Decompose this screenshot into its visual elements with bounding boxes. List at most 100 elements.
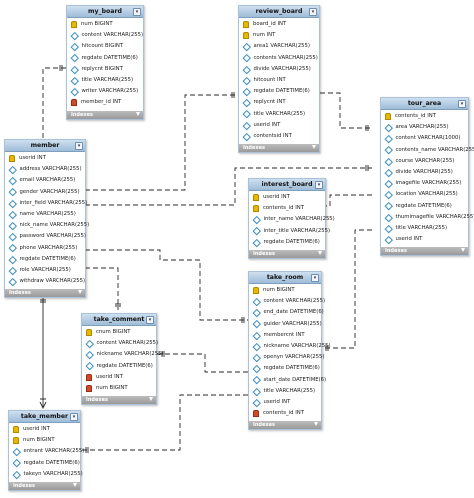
- column-row[interactable]: nickname VARCHAR(255): [82, 349, 164, 360]
- column-row[interactable]: inter_name VARCHAR(255): [249, 214, 335, 225]
- column-row[interactable]: contents_name VARCHAR(255): [381, 145, 474, 156]
- column-row[interactable]: regdate DATETIME(6): [249, 237, 325, 248]
- interest-board-table[interactable]: interest_board▾ userid INT contents_id I…: [248, 178, 335, 259]
- column-row[interactable]: member_id INT: [67, 97, 143, 108]
- column-row[interactable]: password VARCHAR(255): [5, 231, 86, 242]
- tour-area-table[interactable]: tour_area▾ contents_id INT area VARCHAR(…: [380, 97, 474, 257]
- table-title-bar[interactable]: take_member▾: [9, 411, 80, 423]
- indexes-bar[interactable]: Indexes: [249, 421, 321, 430]
- column-row[interactable]: role VARCHAR(255): [5, 265, 85, 276]
- column-row[interactable]: regdate DATETIME(6): [239, 86, 319, 97]
- my-board-table[interactable]: my_board▾ num BIGINT content VARCHAR(255…: [66, 5, 144, 120]
- indexes-bar[interactable]: Indexes: [239, 144, 319, 153]
- expand-icon[interactable]: [461, 248, 465, 253]
- indexes-bar[interactable]: Indexes: [67, 110, 143, 119]
- expand-icon[interactable]: [149, 397, 153, 402]
- column-row[interactable]: start_date DATETIME(6): [249, 375, 326, 386]
- column-row[interactable]: userid INT: [249, 397, 321, 408]
- column-row[interactable]: contents VARCHAR(255): [239, 53, 319, 64]
- column-row[interactable]: writer VARCHAR(255): [67, 86, 143, 97]
- collapse-icon[interactable]: ▾: [309, 8, 317, 16]
- column-row[interactable]: content VARCHAR(255): [249, 296, 325, 307]
- column-row[interactable]: userid INT: [82, 372, 156, 383]
- column-row[interactable]: hitcount INT: [239, 75, 319, 86]
- column-row[interactable]: imagefile VARCHAR(255): [381, 178, 468, 189]
- column-row[interactable]: area VARCHAR(255): [381, 122, 468, 133]
- column-row[interactable]: userid INT: [5, 153, 85, 164]
- column-row[interactable]: content VARCHAR(1000): [381, 133, 468, 144]
- column-row[interactable]: openyn VARCHAR(255): [249, 352, 324, 363]
- table-title-bar[interactable]: my_board▾: [67, 6, 143, 18]
- column-row[interactable]: userid INT: [249, 192, 325, 203]
- take-room-table[interactable]: take_room▾ num BIGINT content VARCHAR(25…: [248, 271, 331, 431]
- column-row[interactable]: entrant VARCHAR(255): [9, 446, 84, 457]
- column-row[interactable]: location VARCHAR(255): [381, 189, 468, 200]
- column-row[interactable]: regdate DATETIME(6): [67, 53, 143, 64]
- table-title-bar[interactable]: take_room▾: [249, 272, 321, 284]
- indexes-bar[interactable]: Indexes: [5, 289, 85, 298]
- column-row[interactable]: regdate DATETIME(6): [381, 201, 468, 212]
- collapse-icon[interactable]: ▾: [315, 181, 323, 189]
- column-row[interactable]: userid INT: [239, 120, 319, 131]
- expand-icon[interactable]: [73, 482, 77, 487]
- expand-icon[interactable]: [318, 250, 322, 255]
- collapse-icon[interactable]: ▾: [311, 274, 319, 282]
- column-row[interactable]: email VARCHAR(255): [5, 175, 85, 186]
- column-row[interactable]: takeyn VARCHAR(255): [9, 469, 83, 480]
- column-row[interactable]: regdate DATETIME(6): [249, 363, 321, 374]
- column-row[interactable]: contentsid INT: [239, 131, 319, 142]
- column-row[interactable]: gender VARCHAR(255): [5, 187, 85, 198]
- column-row[interactable]: contents_id INT: [249, 408, 321, 419]
- table-title-bar[interactable]: take_comment▾: [82, 314, 156, 326]
- collapse-icon[interactable]: ▾: [146, 316, 154, 324]
- column-row[interactable]: title VARCHAR(255): [381, 223, 468, 234]
- collapse-icon[interactable]: ▾: [70, 413, 78, 421]
- column-row[interactable]: regdate DATETIME(6): [5, 254, 85, 265]
- indexes-bar[interactable]: Indexes: [9, 481, 80, 490]
- expand-icon[interactable]: [314, 422, 318, 427]
- column-row[interactable]: hitcount BIGINT: [67, 41, 143, 52]
- collapse-icon[interactable]: ▾: [133, 8, 141, 16]
- column-row[interactable]: name VARCHAR(255): [5, 209, 85, 220]
- column-row[interactable]: end_date DATETIME(6): [249, 307, 324, 318]
- column-row[interactable]: userid INT: [381, 234, 468, 245]
- take-comment-table[interactable]: take_comment▾ cnum BIGINT content VARCHA…: [81, 313, 164, 406]
- column-row[interactable]: title VARCHAR(255): [67, 75, 143, 86]
- column-row[interactable]: membercnt INT: [249, 330, 321, 341]
- review-board-table[interactable]: review_board▾ board_id INT num INT area1…: [238, 5, 320, 154]
- indexes-bar[interactable]: Indexes: [249, 249, 325, 258]
- column-row[interactable]: title VARCHAR(255): [239, 109, 319, 120]
- column-row[interactable]: address VARCHAR(255): [5, 164, 85, 175]
- expand-icon[interactable]: [78, 290, 82, 295]
- column-row[interactable]: divide VARCHAR(255): [381, 167, 468, 178]
- column-row[interactable]: divide VARCHAR(255): [239, 64, 319, 75]
- column-row[interactable]: content VARCHAR(255): [67, 30, 143, 41]
- column-row[interactable]: thumimagefile VARCHAR(255): [381, 212, 474, 223]
- column-row[interactable]: withdraw VARCHAR(255): [5, 276, 85, 287]
- column-row[interactable]: nickname VARCHAR(255): [249, 341, 331, 352]
- table-title-bar[interactable]: interest_board▾: [249, 179, 325, 191]
- column-row[interactable]: num INT: [239, 30, 319, 41]
- indexes-bar[interactable]: Indexes: [381, 247, 468, 256]
- column-row[interactable]: board_id INT: [239, 19, 319, 30]
- member-table[interactable]: member▾ userid INT address VARCHAR(255) …: [4, 139, 89, 299]
- column-row[interactable]: replycnt BIGINT: [67, 64, 143, 75]
- expand-icon[interactable]: [312, 145, 316, 150]
- column-row[interactable]: replycnt INT: [239, 97, 319, 108]
- column-row[interactable]: inter_title VARCHAR(255): [249, 226, 330, 237]
- column-row[interactable]: title VARCHAR(255): [249, 386, 321, 397]
- column-row[interactable]: cnum BIGINT: [82, 327, 156, 338]
- column-row[interactable]: num BIGINT: [249, 285, 321, 296]
- column-row[interactable]: num BIGINT: [67, 19, 143, 30]
- column-row[interactable]: regdate DATETIME(6): [82, 361, 156, 372]
- column-row[interactable]: userid INT: [9, 424, 80, 435]
- column-row[interactable]: contents_id INT: [381, 111, 468, 122]
- collapse-icon[interactable]: ▾: [458, 100, 466, 108]
- column-row[interactable]: nick_name VARCHAR(255): [5, 220, 89, 231]
- column-row[interactable]: num BIGINT: [82, 383, 156, 394]
- column-row[interactable]: regdate DATETIME(6): [9, 458, 80, 469]
- table-title-bar[interactable]: member▾: [5, 140, 85, 152]
- expand-icon[interactable]: [136, 111, 140, 116]
- column-row[interactable]: area1 VARCHAR(255): [239, 41, 319, 52]
- indexes-bar[interactable]: Indexes: [82, 396, 156, 405]
